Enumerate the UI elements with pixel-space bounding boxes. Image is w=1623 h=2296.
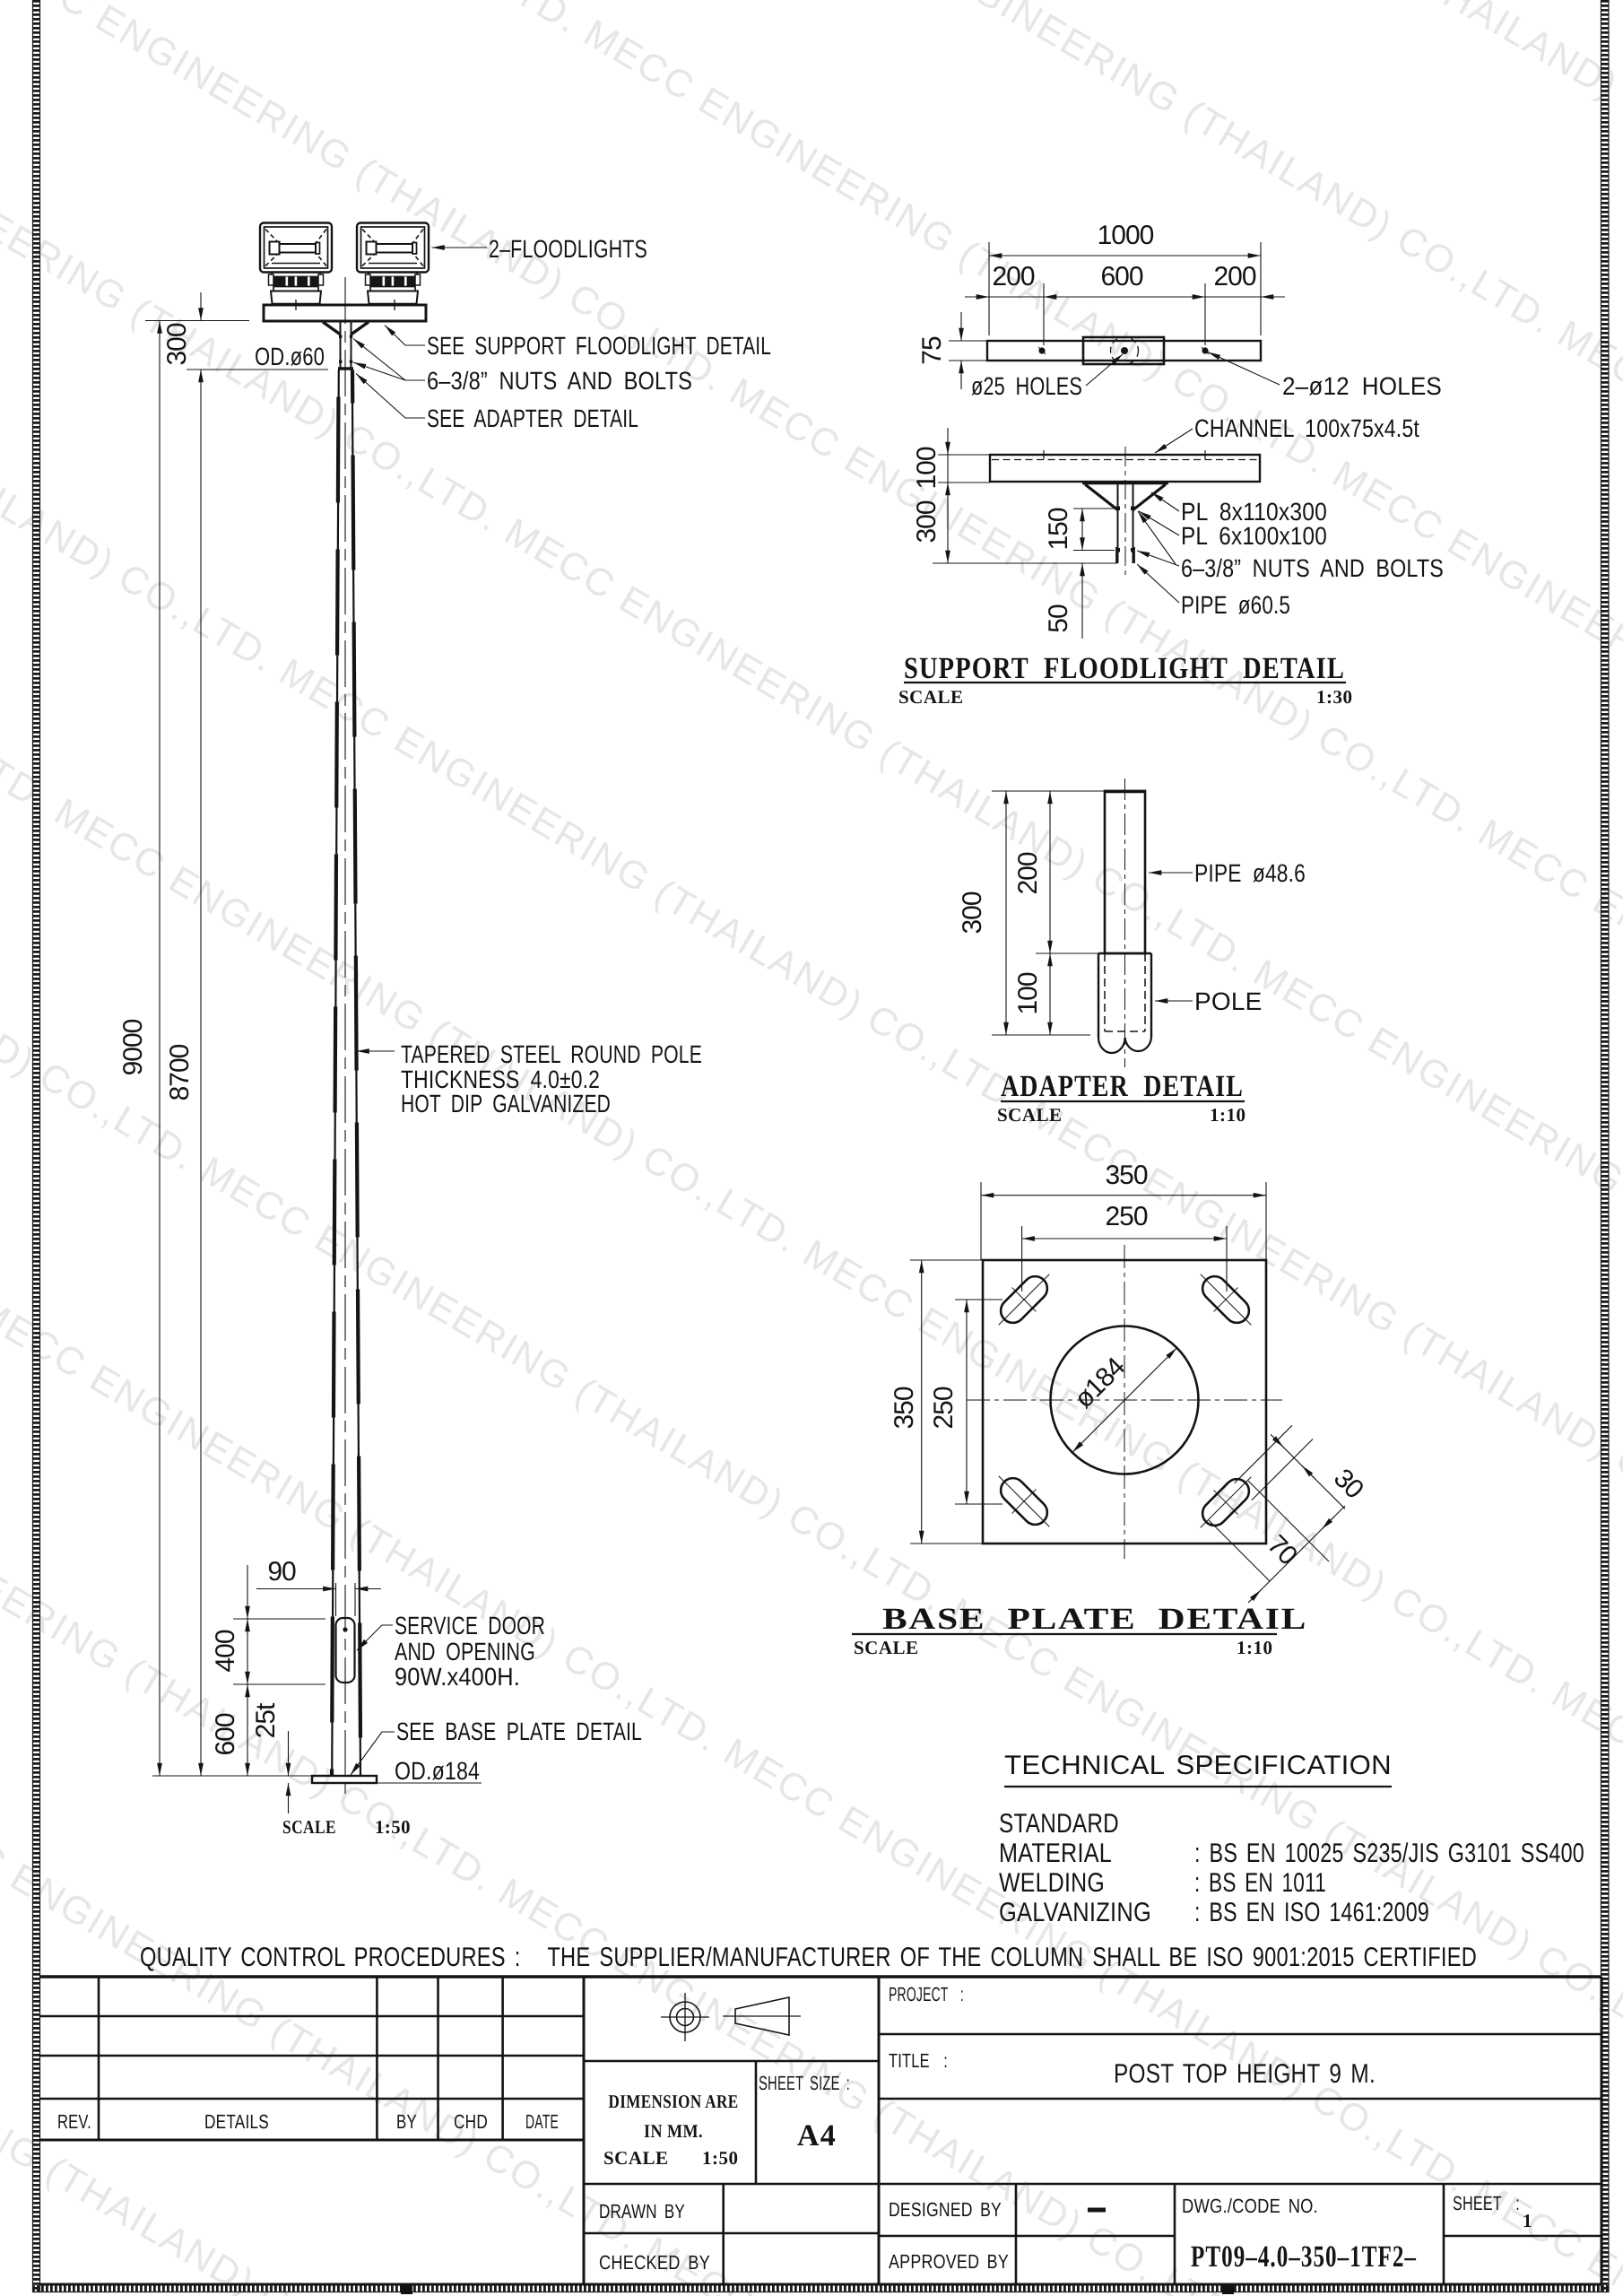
svg-text:250: 250 (1105, 1202, 1147, 1231)
svg-text:HOT DIP GALVANIZED: HOT DIP GALVANIZED (401, 1090, 611, 1118)
svg-text:300: 300 (162, 323, 192, 365)
svg-text:MATERIAL: MATERIAL (999, 1839, 1112, 1868)
svg-text:100: 100 (912, 447, 942, 489)
svg-text:SCALE: SCALE (997, 1104, 1063, 1126)
svg-text:250: 250 (929, 1387, 959, 1429)
svg-text:50: 50 (1044, 604, 1073, 633)
svg-text:SHEET :: SHEET : (1453, 2192, 1520, 2214)
svg-text:9000: 9000 (118, 1019, 148, 1075)
svg-text:75: 75 (917, 336, 947, 365)
svg-text:AND OPENING: AND OPENING (395, 1638, 535, 1665)
svg-text:BASE PLATE DETAIL: BASE PLATE DETAIL (882, 1603, 1307, 1636)
svg-text:GALVANIZING: GALVANIZING (999, 1898, 1151, 1927)
svg-text:8700: 8700 (165, 1044, 195, 1100)
svg-text:1:50: 1:50 (702, 2147, 739, 2169)
svg-text:PT09–4.0–350–1TF2–: PT09–4.0–350–1TF2– (1191, 2240, 1417, 2274)
svg-text:200: 200 (992, 262, 1034, 291)
svg-text:SEE ADAPTER DETAIL: SEE ADAPTER DETAIL (427, 404, 638, 432)
svg-text:6–3/8” NUTS AND BOLTS: 6–3/8” NUTS AND BOLTS (1181, 554, 1444, 582)
svg-text:THICKNESS 4.0±0.2: THICKNESS 4.0±0.2 (401, 1065, 600, 1093)
svg-text:350: 350 (1105, 1161, 1147, 1190)
svg-text:1:10: 1:10 (1210, 1104, 1246, 1126)
svg-text:SHEET SIZE :: SHEET SIZE : (759, 2072, 850, 2094)
svg-text:90: 90 (267, 1557, 296, 1587)
svg-text:REV.: REV. (57, 2110, 91, 2133)
svg-text:1:50: 1:50 (375, 1816, 411, 1838)
svg-text:CHECKED BY: CHECKED BY (599, 2251, 710, 2274)
svg-text:QUALITY CONTROL PROCEDURES :: QUALITY CONTROL PROCEDURES : THE SUPPLIE… (140, 1943, 1477, 1972)
svg-text:2–ø12 HOLES: 2–ø12 HOLES (1282, 372, 1442, 400)
svg-text:SCALE: SCALE (854, 1637, 919, 1658)
svg-text:SCALE: SCALE (898, 686, 964, 708)
svg-text:200: 200 (1213, 262, 1255, 291)
svg-text:A4: A4 (797, 2119, 837, 2152)
svg-text:SEE SUPPORT FLOODLIGHT DETA: SEE SUPPORT FLOODLIGHT DETAIL (427, 332, 771, 360)
svg-text:PROJECT :: PROJECT : (889, 1983, 964, 2005)
svg-text:PIPE ø48.6: PIPE ø48.6 (1194, 859, 1306, 887)
svg-text:SCALE: SCALE (282, 1816, 336, 1838)
svg-text:1:10: 1:10 (1237, 1637, 1273, 1658)
svg-text:TECHNICAL SPECIFICATION: TECHNICAL SPECIFICATION (1004, 1751, 1392, 1780)
svg-text:70: 70 (1262, 1530, 1303, 1571)
svg-text:6–3/8” NUTS AND BOLTS: 6–3/8” NUTS AND BOLTS (427, 367, 692, 395)
svg-text:SEE BASE PLATE DETAIL: SEE BASE PLATE DETAIL (396, 1718, 642, 1745)
svg-text:: BS EN ISO 1461:2009: : BS EN ISO 1461:2009 (1194, 1898, 1429, 1927)
svg-text:SERVICE DOOR: SERVICE DOOR (395, 1612, 545, 1639)
svg-text:25t: 25t (251, 1702, 281, 1738)
svg-text:400: 400 (211, 1630, 240, 1672)
svg-text:150: 150 (1044, 508, 1073, 550)
svg-text:DIMENSION ARE: DIMENSION ARE (609, 2091, 739, 2112)
svg-text:SCALE: SCALE (603, 2147, 669, 2169)
svg-text:600: 600 (211, 1713, 240, 1755)
svg-text:100: 100 (1013, 972, 1043, 1014)
svg-text:DETAILS: DETAILS (204, 2110, 269, 2133)
svg-text:CHD: CHD (454, 2110, 488, 2133)
svg-text:OD.ø60: OD.ø60 (255, 343, 325, 370)
svg-text:BY: BY (396, 2110, 417, 2133)
svg-text:300: 300 (912, 500, 942, 543)
svg-text:TITLE :: TITLE : (889, 2049, 948, 2072)
svg-text:DRAWN BY: DRAWN BY (599, 2200, 685, 2222)
svg-text:300: 300 (958, 891, 987, 934)
svg-text:ø25 HOLES: ø25 HOLES (971, 372, 1082, 400)
svg-text:ADAPTER DETAIL: ADAPTER DETAIL (1001, 1070, 1244, 1103)
svg-text:1: 1 (1523, 2210, 1532, 2231)
svg-text:350: 350 (890, 1387, 919, 1429)
svg-text:2–FLOODLIGHTS: 2–FLOODLIGHTS (489, 235, 647, 263)
svg-text:ø184: ø184 (1069, 1352, 1131, 1414)
svg-text:POST TOP HEIGHT 9 M.: POST TOP HEIGHT 9 M. (1114, 2059, 1376, 2089)
svg-text:STANDARD: STANDARD (999, 1809, 1119, 1839)
svg-text:POLE: POLE (1194, 987, 1263, 1015)
svg-text:PL 8x110x300: PL 8x110x300 (1181, 498, 1327, 526)
svg-text:DATE: DATE (525, 2110, 559, 2133)
svg-text:1000: 1000 (1098, 221, 1154, 250)
svg-text:PIPE ø60.5: PIPE ø60.5 (1181, 591, 1290, 619)
svg-text:APPROVED BY: APPROVED BY (889, 2250, 1009, 2273)
svg-text:200: 200 (1013, 852, 1043, 894)
svg-text:CHANNEL 100x75x4.5t: CHANNEL 100x75x4.5t (1194, 414, 1419, 442)
svg-text:: BS EN 10025 S235/JIS G3101 S: : BS EN 10025 S235/JIS G3101 SS400 (1194, 1839, 1584, 1868)
svg-text:PL 6x100x100: PL 6x100x100 (1181, 522, 1327, 550)
svg-text:DWG./CODE NO.: DWG./CODE NO. (1182, 2195, 1318, 2217)
svg-text:1:30: 1:30 (1316, 686, 1353, 708)
svg-text:WELDING: WELDING (999, 1868, 1105, 1898)
svg-text:DESIGNED BY: DESIGNED BY (889, 2198, 1002, 2221)
svg-text:IN MM.: IN MM. (644, 2120, 703, 2142)
svg-text:: BS EN 1011: : BS EN 1011 (1194, 1868, 1326, 1898)
svg-text:TAPERED STEEL ROUND POLE: TAPERED STEEL ROUND POLE (401, 1040, 702, 1068)
svg-text:OD.ø184: OD.ø184 (395, 1757, 480, 1785)
svg-text:90W.x400H.: 90W.x400H. (395, 1663, 520, 1691)
svg-text:SUPPORT FLOODLIGHT DETAIL: SUPPORT FLOODLIGHT DETAIL (904, 652, 1345, 685)
svg-text:600: 600 (1100, 262, 1142, 291)
